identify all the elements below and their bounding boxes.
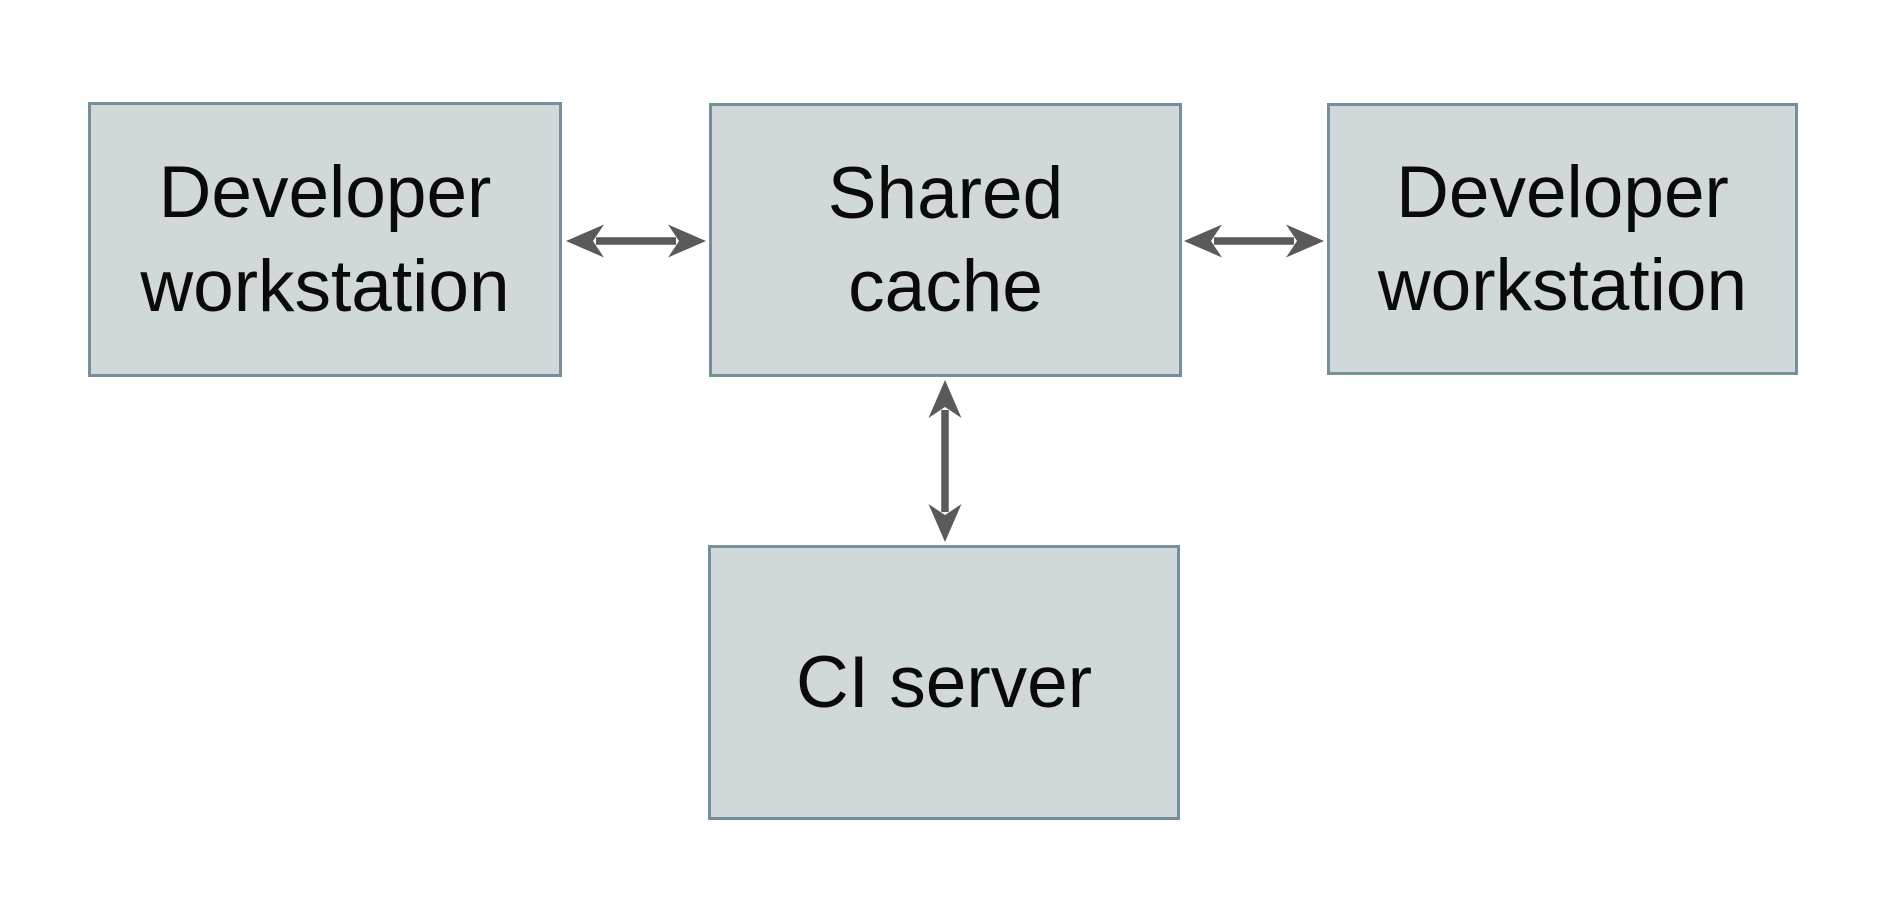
node-label-line: Developer xyxy=(158,152,492,234)
double-arrow-left-workstation-shared-cache xyxy=(566,224,706,258)
double-arrow-shared-cache-ci-server xyxy=(928,380,962,542)
node-label-line: cache xyxy=(848,246,1043,327)
node-label-line: workstation xyxy=(140,245,510,327)
node-ci-server: CI server xyxy=(708,545,1180,820)
node-shared-cache: Shared cache xyxy=(709,103,1182,377)
node-developer-workstation-right: Developer workstation xyxy=(1327,103,1798,375)
node-label-line: workstation xyxy=(1377,245,1748,326)
node-label-line: Developer xyxy=(1396,151,1729,233)
node-label-line: Shared xyxy=(827,152,1064,234)
node-label-line: CI server xyxy=(795,641,1093,723)
node-developer-workstation-left: Developer workstation xyxy=(88,102,562,377)
double-arrow-shared-cache-right-workstation xyxy=(1184,224,1324,258)
